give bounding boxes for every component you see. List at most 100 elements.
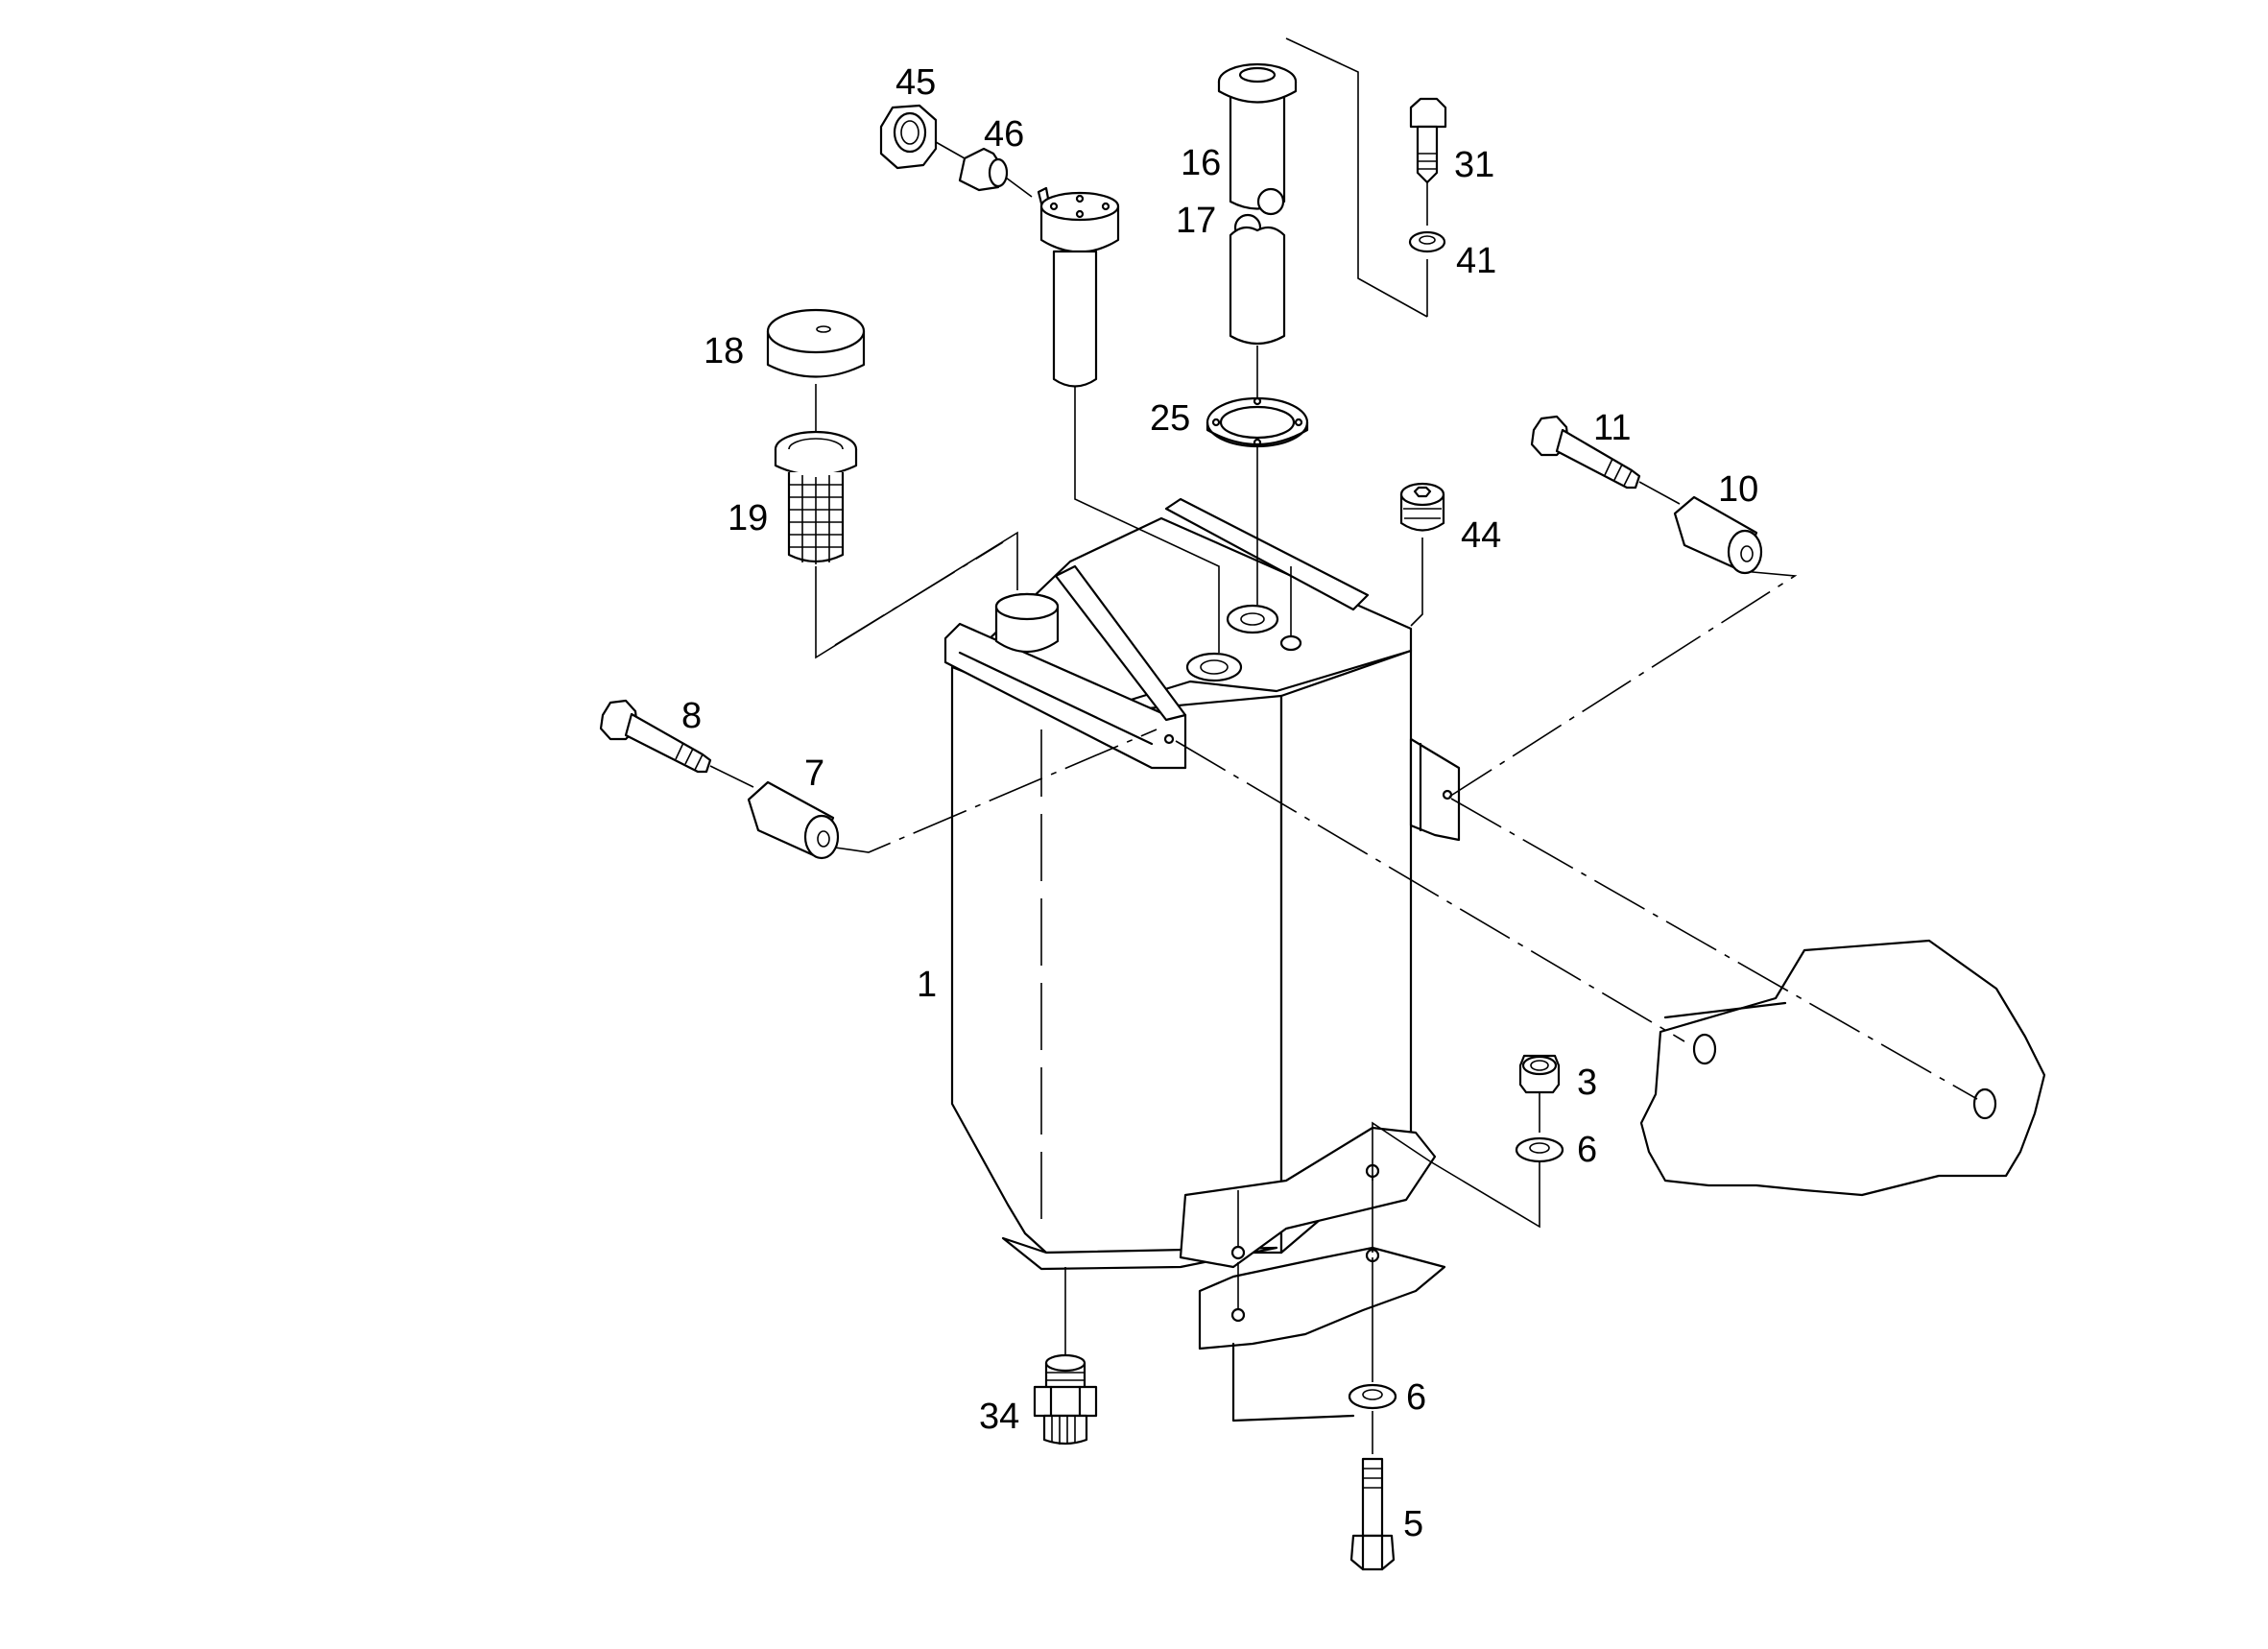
part-10-spacer [1673,495,1763,575]
part-sensor-probe [1037,186,1120,388]
rail-edge [958,651,1154,746]
gasket-hole [1211,418,1221,427]
gasket-hole [1253,438,1262,447]
sensor-bolt-hole [1075,194,1085,203]
spacer-bore [1740,545,1754,562]
part-45-nut [879,104,938,170]
sensor-bolt-hole [1101,202,1110,211]
mounting-foot-lower [1198,1246,1446,1350]
filler-neck-opening [994,592,1060,621]
part-44-plug [1399,482,1445,532]
leader-washer-6 [1372,1121,1540,1229]
part-19-strainer [774,430,858,564]
callout-6-right: 6 [1577,1130,1597,1170]
washer-inner [1529,1142,1550,1154]
mounting-foot-upper [1179,1126,1437,1269]
drain-top-face [1044,1353,1086,1373]
foot-edge [1231,1342,1355,1422]
plug-hex-socket [1413,486,1432,498]
bolt-head [1409,97,1447,129]
part-31-bolt [1409,97,1447,184]
callout-11: 11 [1593,408,1631,448]
callout-8: 8 [681,696,702,736]
nut-bore [1530,1060,1549,1071]
chassis-hole-lower [1972,1087,1997,1120]
bolt-shank [1361,1457,1384,1538]
callout-45: 45 [895,62,936,103]
assembly-lines [815,37,1978,1454]
port-flange-level [1185,652,1243,682]
nut-bore-inner [900,120,919,145]
callout-16: 16 [1181,143,1221,183]
callout-3: 3 [1577,1063,1597,1103]
callout-17: 17 [1176,201,1216,241]
gauge-break-circle [1256,187,1285,216]
port-flange-level-bore [1200,659,1229,675]
chassis-plate [1639,939,2046,1197]
drain-hex [1033,1385,1098,1418]
tank-front-panel [950,665,1283,1255]
callout-41: 41 [1456,241,1496,281]
part-7-spacer [747,780,840,860]
part-46-bushing [958,147,1009,192]
sensor-head-top [1039,191,1120,222]
callout-7: 7 [804,753,824,794]
callout-34: 34 [979,1397,1019,1437]
chassis-hole-upper [1692,1033,1717,1065]
nut-bore [893,111,927,154]
callout-31: 31 [1454,145,1494,185]
spacer-bore [817,830,830,848]
callout-labels: 45 46 16 17 31 41 18 25 11 10 19 44 8 7 … [681,62,1758,1544]
centerline-strainer [834,541,1004,646]
side-mounting-bracket [1409,737,1461,842]
part-18-filler-cap [766,308,866,378]
spacer-end [1727,529,1763,575]
callout-19: 19 [728,498,768,538]
gauge-tube-lower [1229,226,1286,346]
chassis-plate-edge [1663,1001,1787,1019]
bolt-shank [1416,125,1439,184]
spacer-end [803,814,840,860]
port-flange-sensor [1226,604,1279,634]
cap-top [766,308,866,354]
washer-inner [1362,1389,1383,1400]
part-16-17-level-gauge [1217,62,1298,346]
sensor-tube [1052,250,1098,388]
part-11-bolt [1530,415,1641,490]
plug-top [1399,482,1445,507]
leader-bolt-31 [1285,37,1428,318]
gasket-hole [1294,418,1303,427]
bolt-thread [1613,464,1623,481]
leader-bolt-spacer-8 [709,765,754,788]
mounting-rail-diagonal [1054,564,1187,722]
sensor-bolt-hole [1049,202,1059,211]
bushing-end [988,157,1009,188]
bolt-thread [1604,458,1613,476]
callout-18: 18 [704,331,744,371]
washer-outer [1408,230,1446,253]
gauge-cap-rim [1217,82,1298,104]
rail-hole [1163,733,1175,745]
port-breather [1279,634,1302,652]
part-5-bolt [1349,1457,1396,1571]
callout-6-bottom: 6 [1406,1377,1426,1418]
washer-outer [1515,1136,1564,1163]
strainer-collar-side [774,449,858,477]
centerline-bolt-8 [834,729,1158,853]
part-6-washer-lower [1348,1383,1397,1410]
callout-44: 44 [1461,515,1501,556]
bolt-head [1349,1534,1396,1571]
part-25-gasket [1206,396,1309,448]
bolt-thread [1623,469,1633,487]
centerline-bracket-chassis [1450,798,1978,1100]
leader-bolt-spacer-11 [1638,481,1681,505]
port-flange-sensor-bore [1240,612,1265,626]
strainer-mesh-pattern [789,475,843,564]
leader-plug [1410,538,1423,627]
callout-46: 46 [984,114,1024,155]
centerline-bolt-11 [1448,570,1798,798]
drain-thread [1042,1414,1088,1446]
hydraulic-tank [943,497,1461,1271]
